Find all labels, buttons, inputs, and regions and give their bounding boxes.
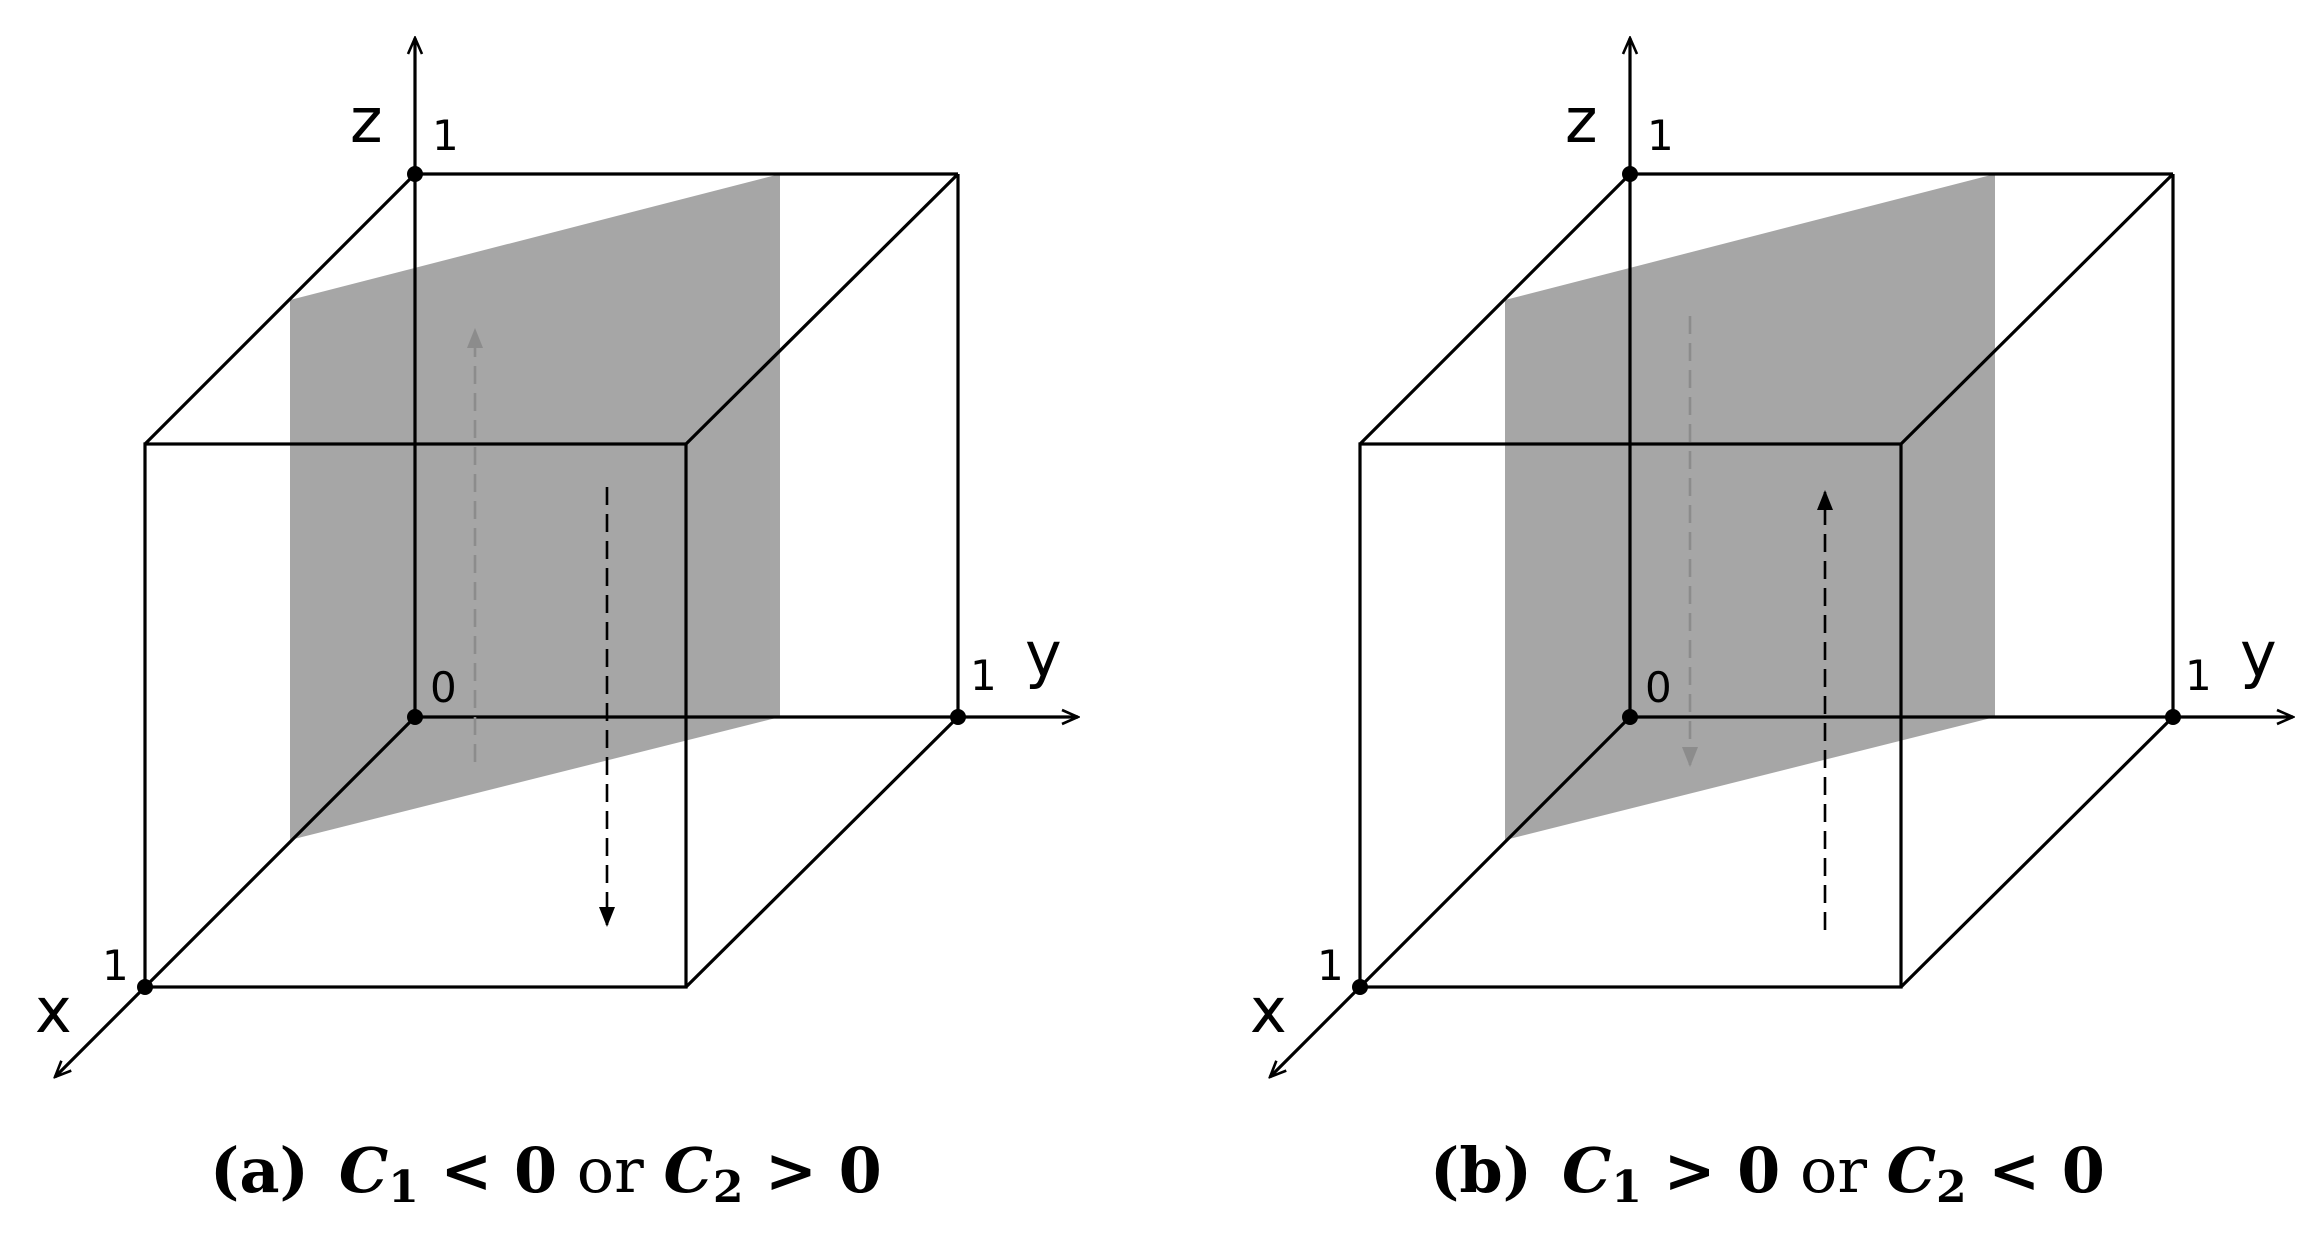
caption-a: (a)C1 < 0 or C2 > 0 <box>210 1134 882 1213</box>
z-one-label: 1 <box>432 111 459 160</box>
x-one-label: 1 <box>102 941 129 990</box>
caption-label: (b) <box>1430 1134 1532 1207</box>
z-one-point <box>1622 166 1638 182</box>
cube-edge <box>143 172 417 446</box>
caption-subscript: 1 <box>1611 1162 1642 1213</box>
z-axis-label: z <box>350 84 383 157</box>
caption-relation: > <box>743 1134 838 1207</box>
z-axis-label: z <box>1565 84 1598 157</box>
x-one-point <box>1352 979 1368 995</box>
caption-relation: < <box>1967 1134 2062 1207</box>
caption-value: 0 <box>2062 1134 2105 1207</box>
caption-label: (a) <box>210 1134 309 1207</box>
origin-point <box>1622 709 1638 725</box>
z-one-label: 1 <box>1647 111 1674 160</box>
shaded-plane <box>1505 174 1995 840</box>
caption-var: C <box>1562 1134 1611 1207</box>
y-axis-label: y <box>1025 618 1062 691</box>
x-axis <box>55 715 417 1077</box>
caption-conjunction: or <box>1780 1134 1886 1207</box>
cube-edge <box>1358 172 1632 446</box>
caption-conjunction: or <box>557 1134 663 1207</box>
y-one-label: 1 <box>2185 651 2212 700</box>
x-axis-label: x <box>1250 974 1287 1047</box>
y-one-point <box>950 709 966 725</box>
caption-relation: < <box>419 1134 514 1207</box>
origin-label: 0 <box>1645 663 1672 712</box>
panel-a: z 1 y 1 0 x 1 (a)C1 < 0 or C2 > 0 <box>35 38 1078 1213</box>
caption-value: 0 <box>514 1134 557 1207</box>
caption-subscript: 2 <box>1936 1162 1967 1213</box>
cube-edge <box>684 715 960 989</box>
y-axis-label: y <box>2240 618 2277 691</box>
cube-edge <box>1899 172 2175 446</box>
caption-value: 0 <box>839 1134 882 1207</box>
caption-relation: > <box>1642 1134 1737 1207</box>
x-one-point <box>137 979 153 995</box>
origin-point <box>407 709 423 725</box>
z-one-point <box>407 166 423 182</box>
panel-b: z 1 y 1 0 x 1 (b)C1 > 0 or C2 < 0 <box>1250 38 2293 1213</box>
x-axis <box>1270 715 1632 1077</box>
y-one-point <box>2165 709 2181 725</box>
shaded-plane <box>290 174 780 840</box>
y-one-label: 1 <box>970 651 997 700</box>
caption-var: C <box>339 1134 388 1207</box>
caption-subscript: 1 <box>388 1162 419 1213</box>
caption-value: 0 <box>1737 1134 1780 1207</box>
caption-var: C <box>1887 1134 1936 1207</box>
cube-edge <box>684 172 960 446</box>
x-one-label: 1 <box>1317 941 1344 990</box>
caption-subscript: 2 <box>713 1162 744 1213</box>
cube-edge <box>1899 715 2175 989</box>
caption-var: C <box>663 1134 712 1207</box>
caption-b: (b)C1 > 0 or C2 < 0 <box>1430 1134 2105 1213</box>
origin-label: 0 <box>430 663 457 712</box>
x-axis-label: x <box>35 974 72 1047</box>
